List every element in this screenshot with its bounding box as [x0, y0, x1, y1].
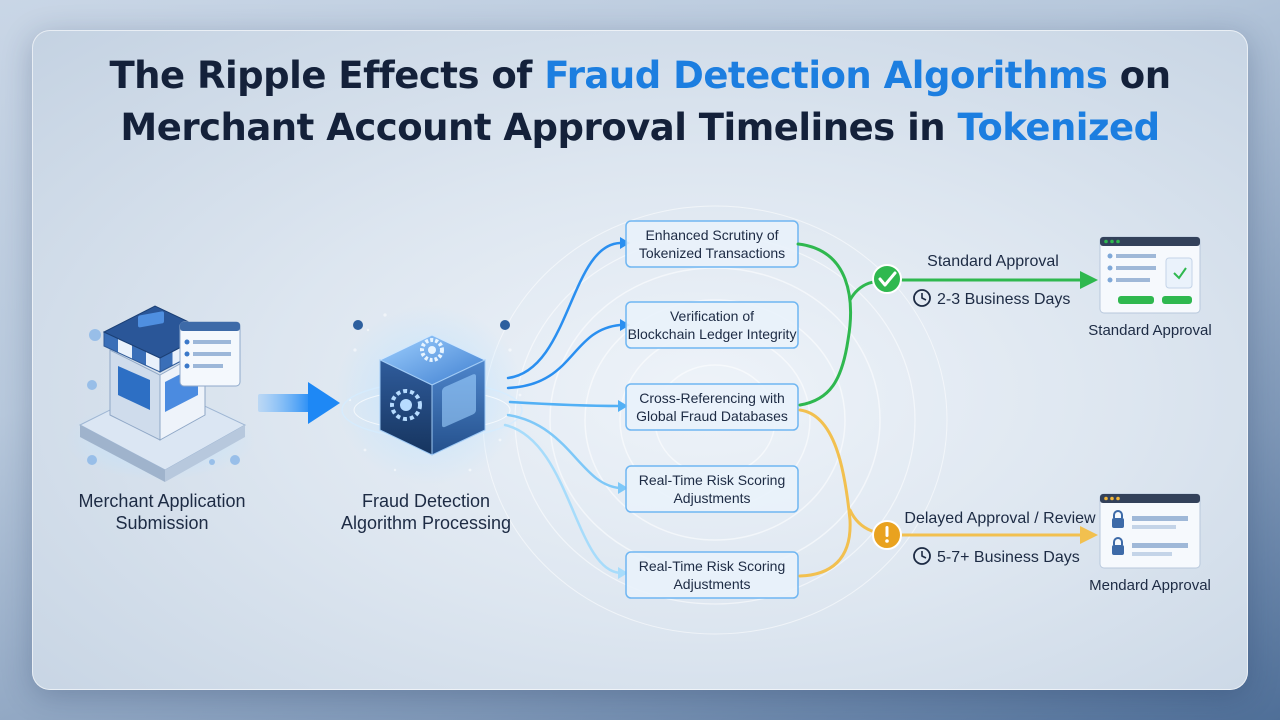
clock-icon [913, 547, 931, 565]
title-highlight-2: Tokenized [957, 106, 1161, 149]
processing-label-line1: Fraud Detection [362, 491, 490, 511]
check-circle-icon [872, 264, 902, 294]
title-highlight-1: Fraud Detection Algorithms [544, 54, 1108, 97]
standard-label: Standard Approval [927, 253, 1059, 270]
approval-window-icon [1099, 236, 1201, 314]
delayed-arrowhead [1080, 526, 1098, 544]
check-3-line1: Cross-Referencing with [639, 390, 785, 406]
submission-label-line1: Merchant Application [78, 491, 245, 511]
warning-icon [872, 520, 902, 550]
branch-arrowheads [618, 237, 630, 579]
delayed-label: Delayed Approval / Review [904, 510, 1096, 527]
check-4-line1: Real-Time Risk Scoring [639, 472, 786, 488]
check-box-4: Real-Time Risk Scoring Adjustments [625, 465, 799, 513]
submission-label-line2: Submission [115, 513, 208, 533]
check-3-line2: Global Fraud Databases [636, 408, 788, 424]
check-1-line2: Tokenized Transactions [639, 245, 785, 261]
standard-arrowhead [1080, 271, 1098, 289]
check-2-line1: Verification of [670, 308, 754, 324]
processing-label-line2: Algorithm Processing [341, 513, 511, 533]
standard-caption: Standard Approval [1088, 322, 1211, 339]
delayed-duration: 5-7+ Business Days [937, 549, 1080, 566]
check-4-line2: Adjustments [673, 490, 750, 506]
check-box-3: Cross-Referencing with Global Fraud Data… [625, 383, 799, 431]
approval-window-icon [1099, 493, 1201, 569]
title-line-2: Merchant Account Approval Timelines in T… [32, 102, 1248, 154]
title-part-1: The Ripple Effects of [109, 54, 545, 97]
title-line-2-text: Merchant Account Approval Timelines in [120, 106, 958, 149]
check-2-line2: Blockchain Ledger Integrity [628, 326, 797, 342]
lock-icon [1112, 510, 1124, 528]
clock-icon [913, 289, 931, 307]
title-line-1: The Ripple Effects of Fraud Detection Al… [32, 50, 1248, 102]
check-1-line1: Enhanced Scrutiny of [645, 227, 778, 243]
check-5-line1: Real-Time Risk Scoring [639, 558, 786, 574]
delayed-caption: Mendard Approval [1089, 577, 1211, 594]
check-box-1: Enhanced Scrutiny of Tokenized Transacti… [625, 220, 799, 268]
title-part-2: on [1107, 54, 1171, 97]
document-icon [179, 321, 241, 387]
branch-arrows [503, 241, 622, 575]
gear-icon [420, 338, 444, 362]
arrow-right-icon [258, 382, 340, 424]
check-5-line2: Adjustments [673, 576, 750, 592]
standard-duration: 2-3 Business Days [937, 291, 1070, 308]
shield-icons [87, 329, 240, 465]
page-title: The Ripple Effects of Fraud Detection Al… [32, 50, 1248, 154]
check-box-2: Verification of Blockchain Ledger Integr… [625, 301, 799, 349]
check-box-5: Real-Time Risk Scoring Adjustments [625, 551, 799, 599]
fraud-cube-icon [335, 305, 525, 485]
lock-icon [1112, 537, 1124, 555]
